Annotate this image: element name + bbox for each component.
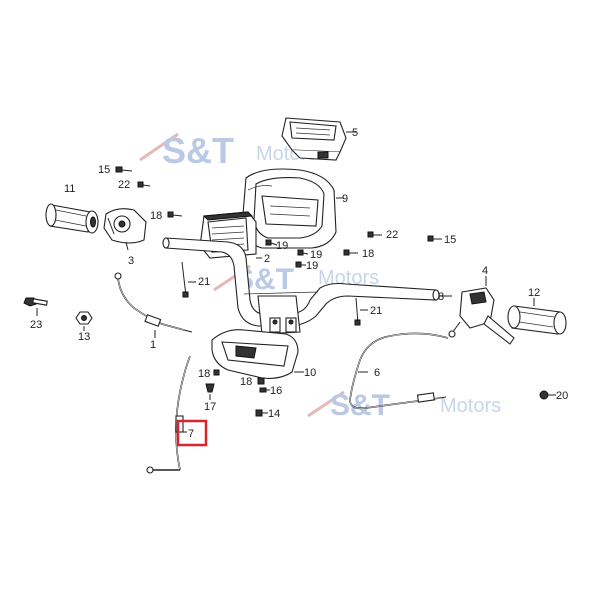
part-lower-cover-10 xyxy=(211,329,304,379)
part-screw-19b xyxy=(297,249,309,256)
callout-22-left: 22 xyxy=(118,179,130,191)
callout-18-low: 18 xyxy=(240,376,252,388)
part-left-grip xyxy=(45,203,99,234)
part-screw-15b xyxy=(427,235,442,242)
callout-12: 12 xyxy=(528,287,540,299)
part-right-switch-4 xyxy=(448,276,515,345)
part-rod-21a xyxy=(181,261,196,298)
watermark-suffix: Motors xyxy=(440,395,501,417)
callout-13: 13 xyxy=(78,331,90,343)
callout-9: 9 xyxy=(342,193,348,205)
callout-15-right: 15 xyxy=(444,234,456,246)
part-screw-18d xyxy=(257,377,265,385)
callout-14: 14 xyxy=(268,408,280,420)
part-cable-7 xyxy=(146,355,191,474)
callout-22-right: 22 xyxy=(386,229,398,241)
callout-18-right: 18 xyxy=(362,248,374,260)
highlight-box xyxy=(176,419,208,447)
callout-16: 16 xyxy=(270,385,282,397)
part-handlebar-8 xyxy=(162,237,452,327)
highlight-callout-7: 7 xyxy=(176,419,208,447)
highlight-label: 7 xyxy=(188,428,194,440)
part-right-grip-12 xyxy=(507,298,567,335)
callout-19-b: 19 xyxy=(310,249,322,261)
callout-8: 8 xyxy=(438,291,444,303)
part-bolt-23 xyxy=(23,297,48,316)
part-screw-19c xyxy=(295,261,306,268)
part-screw-19a xyxy=(265,239,278,246)
callout-19-c: 19 xyxy=(306,260,318,272)
callout-3: 3 xyxy=(128,255,134,267)
callout-5: 5 xyxy=(352,127,358,139)
callout-18-left: 18 xyxy=(150,210,162,222)
part-screw-18a xyxy=(167,211,183,218)
callout-4: 4 xyxy=(482,265,488,277)
part-screw-15a xyxy=(115,166,133,173)
callout-17: 17 xyxy=(204,401,216,413)
part-screw-14 xyxy=(255,409,268,417)
callout-6: 6 xyxy=(374,367,380,379)
callout-23: 23 xyxy=(30,319,42,331)
part-rod-21b xyxy=(354,297,368,326)
part-nut-13 xyxy=(75,311,93,331)
callout-1: 1 xyxy=(150,339,156,351)
part-meter-cover-5 xyxy=(281,117,356,161)
part-screw-16 xyxy=(259,387,270,393)
callout-21-right: 21 xyxy=(370,305,382,317)
watermark-brand: S&T xyxy=(162,130,234,171)
callout-11: 11 xyxy=(64,183,75,195)
part-housing-9 xyxy=(241,168,344,249)
callout-10: 10 xyxy=(304,367,316,379)
callout-20: 20 xyxy=(556,390,568,402)
part-riser xyxy=(257,295,301,335)
callout-18-mid: 18 xyxy=(198,368,210,380)
part-left-switch xyxy=(103,208,147,251)
callout-labels: 11 15 22 18 3 21 1 23 13 5 9 2 19 19 19 … xyxy=(30,127,568,420)
part-cable-1 xyxy=(114,272,193,338)
callout-19-a: 19 xyxy=(276,240,288,252)
part-screw-18b xyxy=(343,249,358,256)
part-cable-6 xyxy=(349,332,449,410)
callout-2: 2 xyxy=(264,253,270,265)
watermark-top: S&T Motors xyxy=(139,130,317,171)
part-grommet-20 xyxy=(539,390,556,400)
part-screw-18c xyxy=(213,369,220,376)
watermark-bottom: S&T Motors xyxy=(307,389,501,422)
callout-21-left: 21 xyxy=(198,276,210,288)
part-screw-22a xyxy=(137,181,151,188)
part-screw-22b xyxy=(367,231,382,238)
callout-15-left: 15 xyxy=(98,164,110,176)
part-screw-17 xyxy=(205,383,215,400)
